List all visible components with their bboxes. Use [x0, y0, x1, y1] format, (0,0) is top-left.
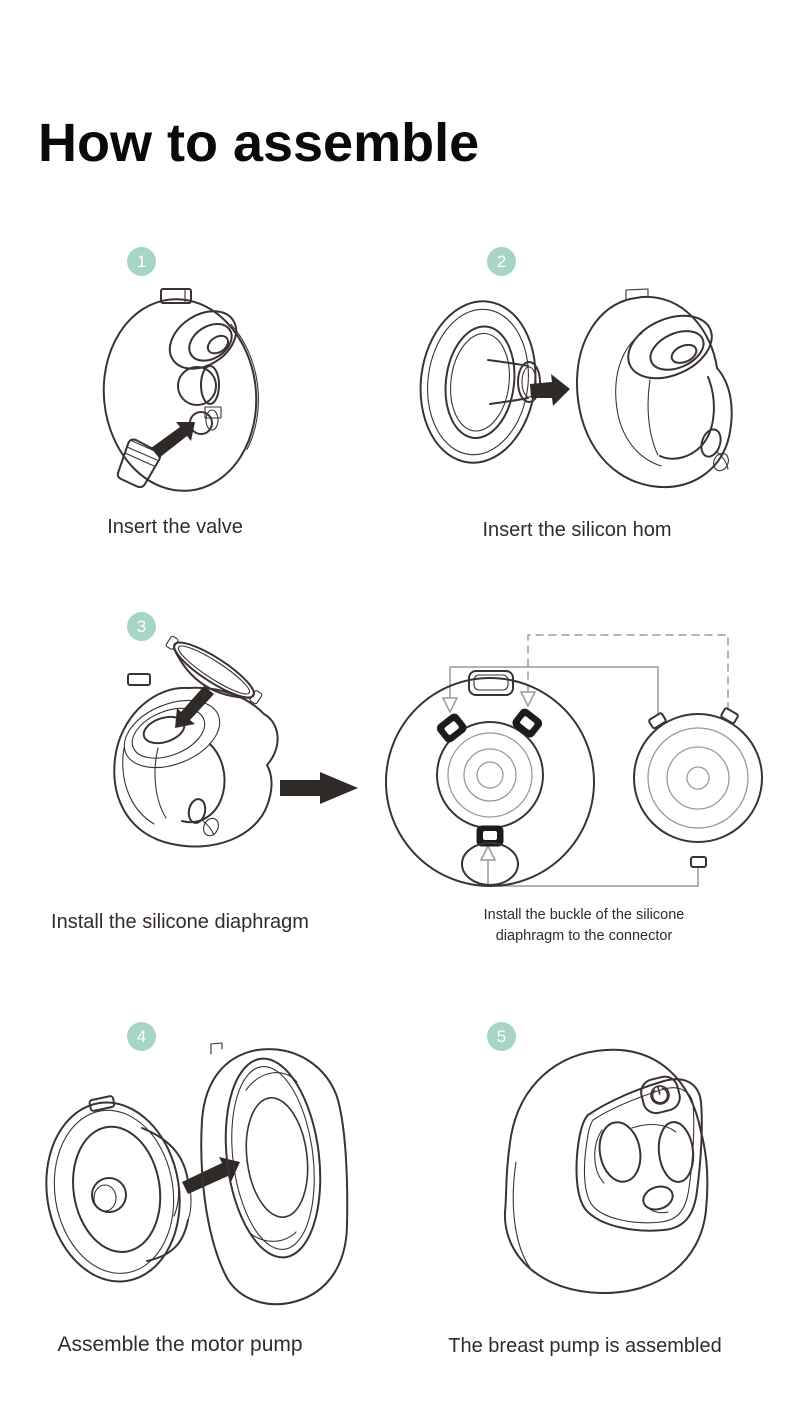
connector-front-view-icon — [385, 670, 595, 887]
silicone-horn-icon — [419, 300, 541, 464]
step-3-right-caption-line2: diaphragm to the connector — [495, 928, 673, 944]
insert-horn-arrow-icon — [530, 374, 570, 406]
step-5-badge: 5 — [487, 1022, 516, 1051]
step-5-caption: The breast pump is assembled — [448, 1335, 722, 1357]
step-4-caption: Assemble the motor pump — [57, 1333, 303, 1356]
motor-pump-icon — [45, 1095, 192, 1283]
buckle-icon — [436, 713, 467, 743]
step-3-right-caption-line1: Install the buckle of the silicone — [483, 907, 685, 923]
pump-shell-icon — [200, 1042, 349, 1306]
step-4-illustration — [45, 1042, 349, 1306]
step-2-caption: Insert the silicon hom — [482, 519, 672, 541]
power-button-icon — [640, 1075, 681, 1115]
silicone-diaphragm-front-view-icon — [633, 707, 763, 868]
buckle-icon — [512, 708, 543, 738]
connector-guide-lines — [441, 634, 729, 887]
step-5-illustration — [503, 1048, 709, 1295]
insert-diaphragm-arrow-icon — [175, 686, 214, 728]
step-3-badge: 3 — [127, 612, 156, 641]
assemble-arrow-icon — [182, 1157, 240, 1194]
step-2-badge: 2 — [487, 247, 516, 276]
step-3-caption: Install the silicone diaphragm — [51, 911, 309, 933]
step-1-badge: 1 — [127, 247, 156, 276]
step-3-left-illustration — [113, 635, 358, 848]
guide-arrow-down-icon — [441, 697, 459, 714]
pump-body-icon — [575, 288, 733, 488]
step-2-illustration — [419, 288, 733, 488]
step-3-right-caption: Install the buckle of the silicone diaph… — [444, 905, 724, 947]
next-step-arrow-icon — [280, 772, 358, 804]
buckle-icon — [476, 825, 504, 847]
guide-arrow-up-icon — [479, 844, 497, 861]
pump-body-icon — [102, 288, 259, 492]
insert-valve-arrow-icon — [151, 422, 195, 458]
page-title: How to assemble — [38, 113, 480, 173]
step-1-illustration — [102, 288, 259, 492]
guide-arrow-down-icon — [519, 691, 537, 708]
step-4-badge: 4 — [127, 1022, 156, 1051]
step-1-caption: Insert the valve — [107, 516, 243, 538]
step-3-right-illustration — [385, 634, 763, 887]
